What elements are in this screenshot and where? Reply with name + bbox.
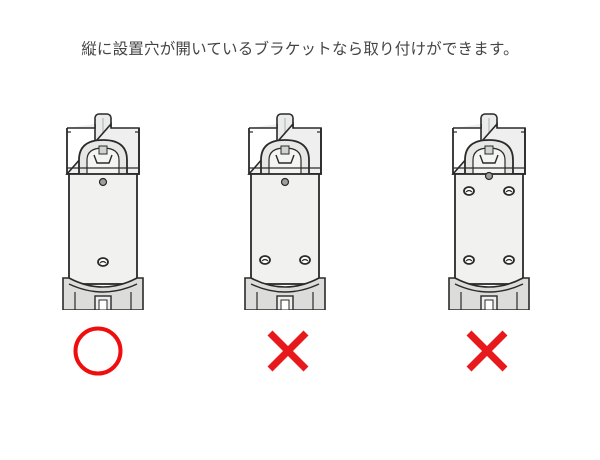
bracket-four-corner-holes xyxy=(447,110,531,311)
cross-ng-icon xyxy=(262,325,314,377)
caption-text: 縦に設置穴が開いているブラケットなら取り付けができます。 xyxy=(81,40,519,58)
bracket-illustration xyxy=(448,113,530,311)
circle-ok-icon xyxy=(72,325,124,377)
bracket-horizontal-holes xyxy=(243,110,327,311)
bracket-illustration xyxy=(62,113,144,311)
bracket-vertical-holes xyxy=(61,110,145,311)
cross-ng-icon xyxy=(461,325,513,377)
bracket-illustration xyxy=(244,113,326,311)
